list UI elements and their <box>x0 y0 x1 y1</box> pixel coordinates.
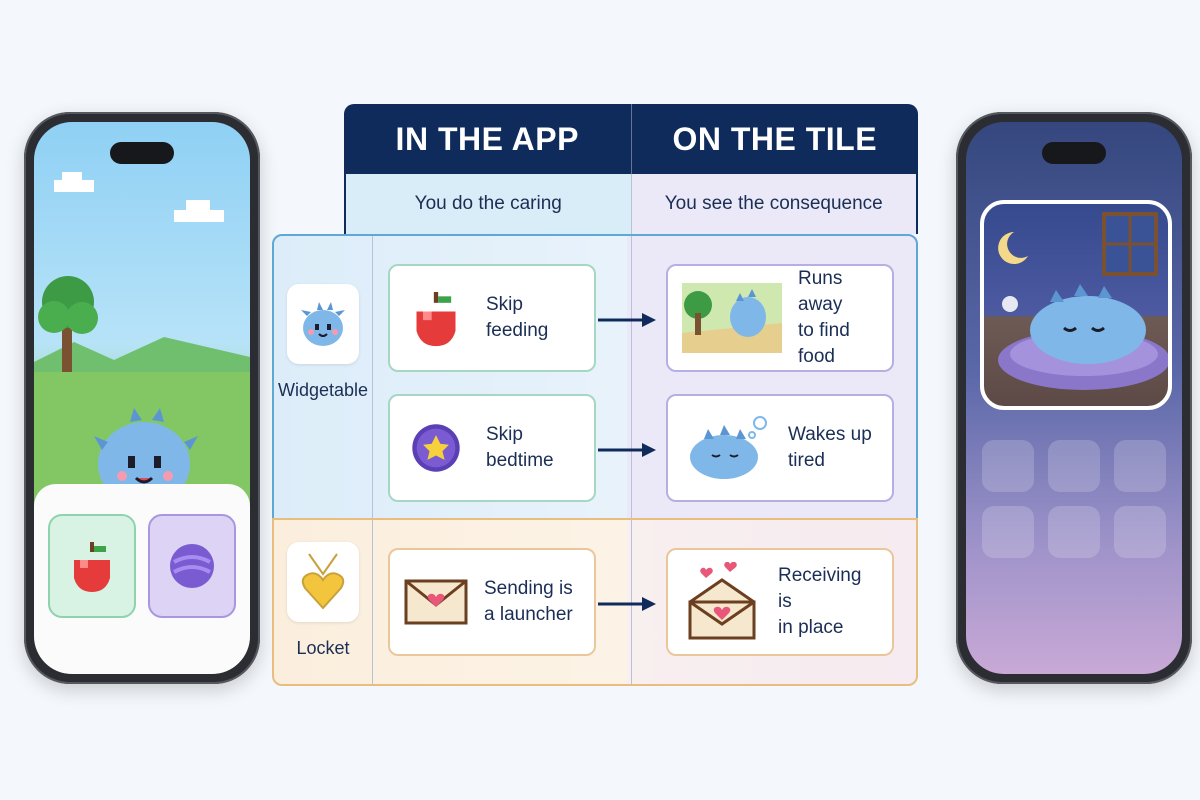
widgetable-row: Widgetable Skip feeding <box>272 234 918 524</box>
diagram-subheader: You do the caring You see the consequenc… <box>344 174 918 234</box>
feed-button[interactable] <box>48 514 136 618</box>
sending-launcher-card: Sending is a launcher <box>388 548 596 656</box>
locket-app-icon-box <box>287 542 359 622</box>
locket-row: Locket Sending is a launcher <box>272 518 918 686</box>
sending-line2: a launcher <box>484 604 573 625</box>
runs-away-card: Runs away to find food <box>666 264 894 372</box>
sleep-orb-icon <box>170 544 214 588</box>
app-placeholder[interactable] <box>1114 440 1166 492</box>
envelope-heart-icon <box>404 579 468 625</box>
widgetable-label-text: Widgetable <box>277 380 369 400</box>
column-divider <box>631 520 632 684</box>
on-the-tile-heading: ON THE TILE <box>672 120 878 157</box>
comparison-diagram: IN THE APP ON THE TILE You do the caring… <box>272 104 918 686</box>
diagram-header: IN THE APP ON THE TILE <box>344 104 918 174</box>
app-placeholder[interactable] <box>1048 506 1100 558</box>
tile-subtitle: You see the consequence <box>630 174 916 234</box>
app-placeholder[interactable] <box>982 440 1034 492</box>
app-placeholder[interactable] <box>982 506 1034 558</box>
pet-widget-tile[interactable] <box>980 200 1172 410</box>
receiving-in-place-card: Receiving is in place <box>666 548 894 656</box>
moon-star-orb-icon <box>412 424 460 472</box>
apple-icon <box>416 292 456 347</box>
skip-bedtime-text: Skip bedtime <box>486 424 554 471</box>
label-divider <box>372 520 373 684</box>
home-screen <box>966 122 1182 674</box>
skip-feeding-card: Skip feeding <box>388 264 596 372</box>
app-screen <box>34 122 250 674</box>
sleeping-monster-scene <box>998 212 1168 390</box>
skip-bedtime-card: Skip bedtime <box>388 394 596 502</box>
care-actions-panel <box>34 484 250 674</box>
arrow-icon <box>598 597 656 611</box>
sleep-button[interactable] <box>148 514 236 618</box>
label-divider <box>372 236 373 522</box>
arrow-icon <box>598 443 656 457</box>
open-envelope-hearts-icon <box>688 562 756 640</box>
receiving-line2: in place <box>778 617 844 638</box>
widgetable-app-icon-box <box>287 284 359 364</box>
apple-icon <box>74 542 110 592</box>
column-divider <box>631 236 632 522</box>
wakes-up-tired-card: Wakes up tired <box>666 394 894 502</box>
phone-notch <box>110 142 174 164</box>
widgetable-label: Widgetable <box>274 284 372 401</box>
monster-tired-icon <box>690 416 767 479</box>
app-placeholder[interactable] <box>1048 440 1100 492</box>
left-phone <box>24 112 260 684</box>
arrow-icon <box>598 313 656 327</box>
sending-line1: Sending is <box>484 578 573 599</box>
phone-notch <box>1042 142 1106 164</box>
monster-running-icon <box>682 283 782 353</box>
moon-icon <box>998 232 1028 264</box>
app-icon-grid <box>982 440 1166 558</box>
app-placeholder[interactable] <box>1114 506 1166 558</box>
locket-label-text: Locket <box>296 638 350 658</box>
wakes-up-line1: Wakes up <box>788 424 872 445</box>
runs-away-line1: Runs away <box>798 268 843 315</box>
heart-locket-icon <box>301 553 345 610</box>
in-the-app-heading: IN THE APP <box>344 104 632 174</box>
monster-face-icon <box>301 302 345 346</box>
app-subtitle: You do the caring <box>346 174 631 234</box>
wakes-up-line2: tired <box>788 450 825 471</box>
runs-away-line2: to find food <box>798 320 850 367</box>
right-phone <box>956 112 1192 684</box>
locket-label: Locket <box>274 542 372 659</box>
skip-feeding-text: Skip feeding <box>486 294 549 341</box>
receiving-line1: Receiving is <box>778 565 862 612</box>
